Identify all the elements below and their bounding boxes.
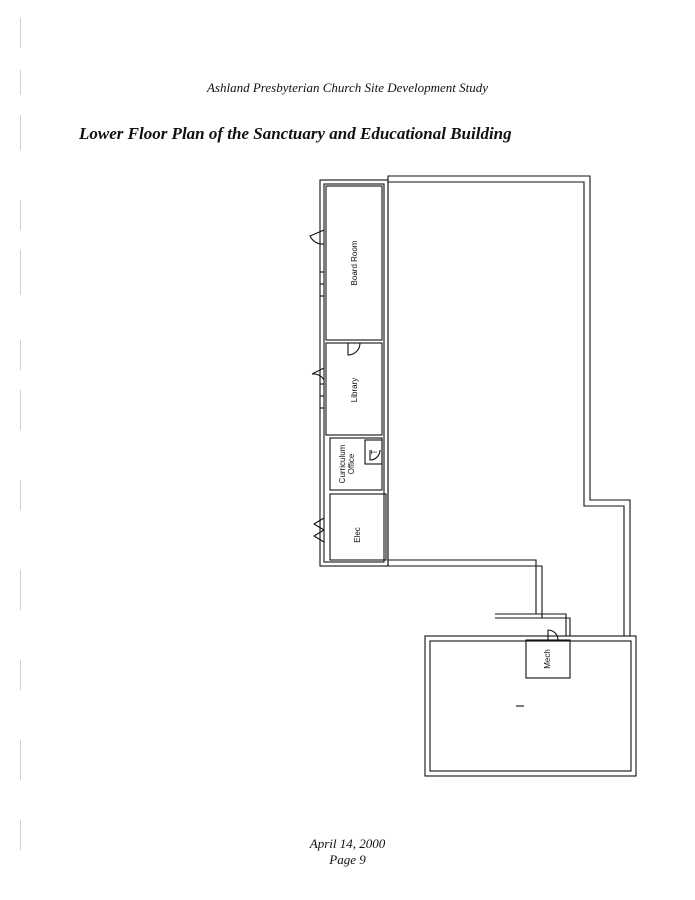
door-swing bbox=[311, 367, 325, 381]
curriculum-office-label-line1: Curriculum bbox=[338, 444, 347, 483]
sanctuary-outer-wall bbox=[387, 175, 631, 637]
page-footer: April 14, 2000 Page 9 bbox=[0, 836, 695, 868]
binding-mark bbox=[20, 660, 21, 690]
curriculum-office-label-line2: Office bbox=[347, 453, 356, 474]
library-outline bbox=[325, 342, 383, 436]
sanctuary-inner-wall bbox=[388, 181, 625, 636]
door-swing bbox=[347, 342, 361, 356]
door-swing bbox=[369, 449, 381, 461]
door-swing bbox=[547, 629, 559, 641]
door-swing bbox=[309, 229, 325, 245]
binding-mark bbox=[20, 570, 21, 610]
electrical-room-label: Elec bbox=[353, 527, 362, 543]
binding-mark bbox=[20, 200, 21, 230]
connector-wall bbox=[495, 613, 542, 619]
electrical-room-outline bbox=[329, 493, 387, 561]
binding-mark bbox=[20, 390, 21, 430]
window-marks bbox=[320, 271, 324, 409]
board-room-label: Board Room bbox=[350, 240, 359, 285]
binding-mark bbox=[20, 340, 21, 370]
binding-mark bbox=[20, 18, 21, 48]
footer-date: April 14, 2000 bbox=[309, 836, 386, 851]
lower-hall-walls bbox=[424, 635, 637, 777]
page-title: Lower Floor Plan of the Sanctuary and Ed… bbox=[79, 124, 512, 143]
binding-mark bbox=[20, 740, 21, 780]
board-room-outline bbox=[325, 185, 383, 341]
toilet-label: T bbox=[370, 449, 379, 454]
door-swing bbox=[312, 517, 325, 531]
mechanical-room-label: Mech bbox=[543, 649, 552, 669]
document-header: Ashland Presbyterian Church Site Develop… bbox=[206, 80, 488, 95]
footer-page-number: Page 9 bbox=[329, 852, 366, 867]
toilet-outline bbox=[364, 439, 383, 465]
binding-mark bbox=[20, 820, 21, 850]
binding-mark bbox=[20, 250, 21, 295]
door-swing bbox=[312, 529, 325, 543]
binding-mark bbox=[20, 115, 21, 150]
library-label: Library bbox=[350, 378, 359, 402]
binding-mark bbox=[20, 480, 21, 510]
binding-mark bbox=[20, 70, 21, 95]
